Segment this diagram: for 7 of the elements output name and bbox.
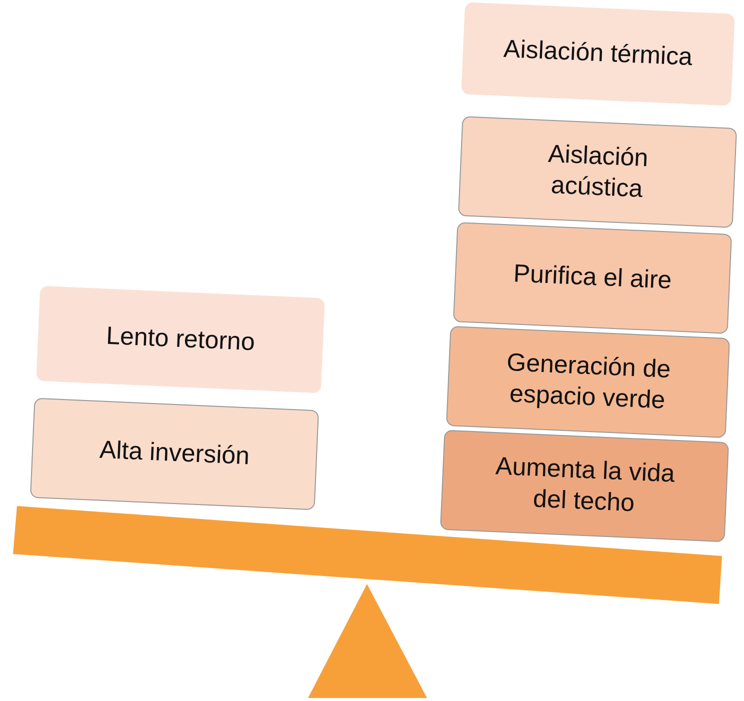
- benefit-box: Purifica el aire: [452, 222, 732, 334]
- benefit-box: Generación de espacio verde: [446, 326, 730, 438]
- benefit-box: Aumenta la vida del techo: [440, 430, 730, 542]
- heading-box: Aislación térmica: [461, 2, 735, 106]
- drawback-box: Lento retorno: [36, 286, 325, 394]
- drawback-box: Alta inversión: [30, 398, 320, 510]
- benefit-box: Aislación acústica: [458, 116, 738, 228]
